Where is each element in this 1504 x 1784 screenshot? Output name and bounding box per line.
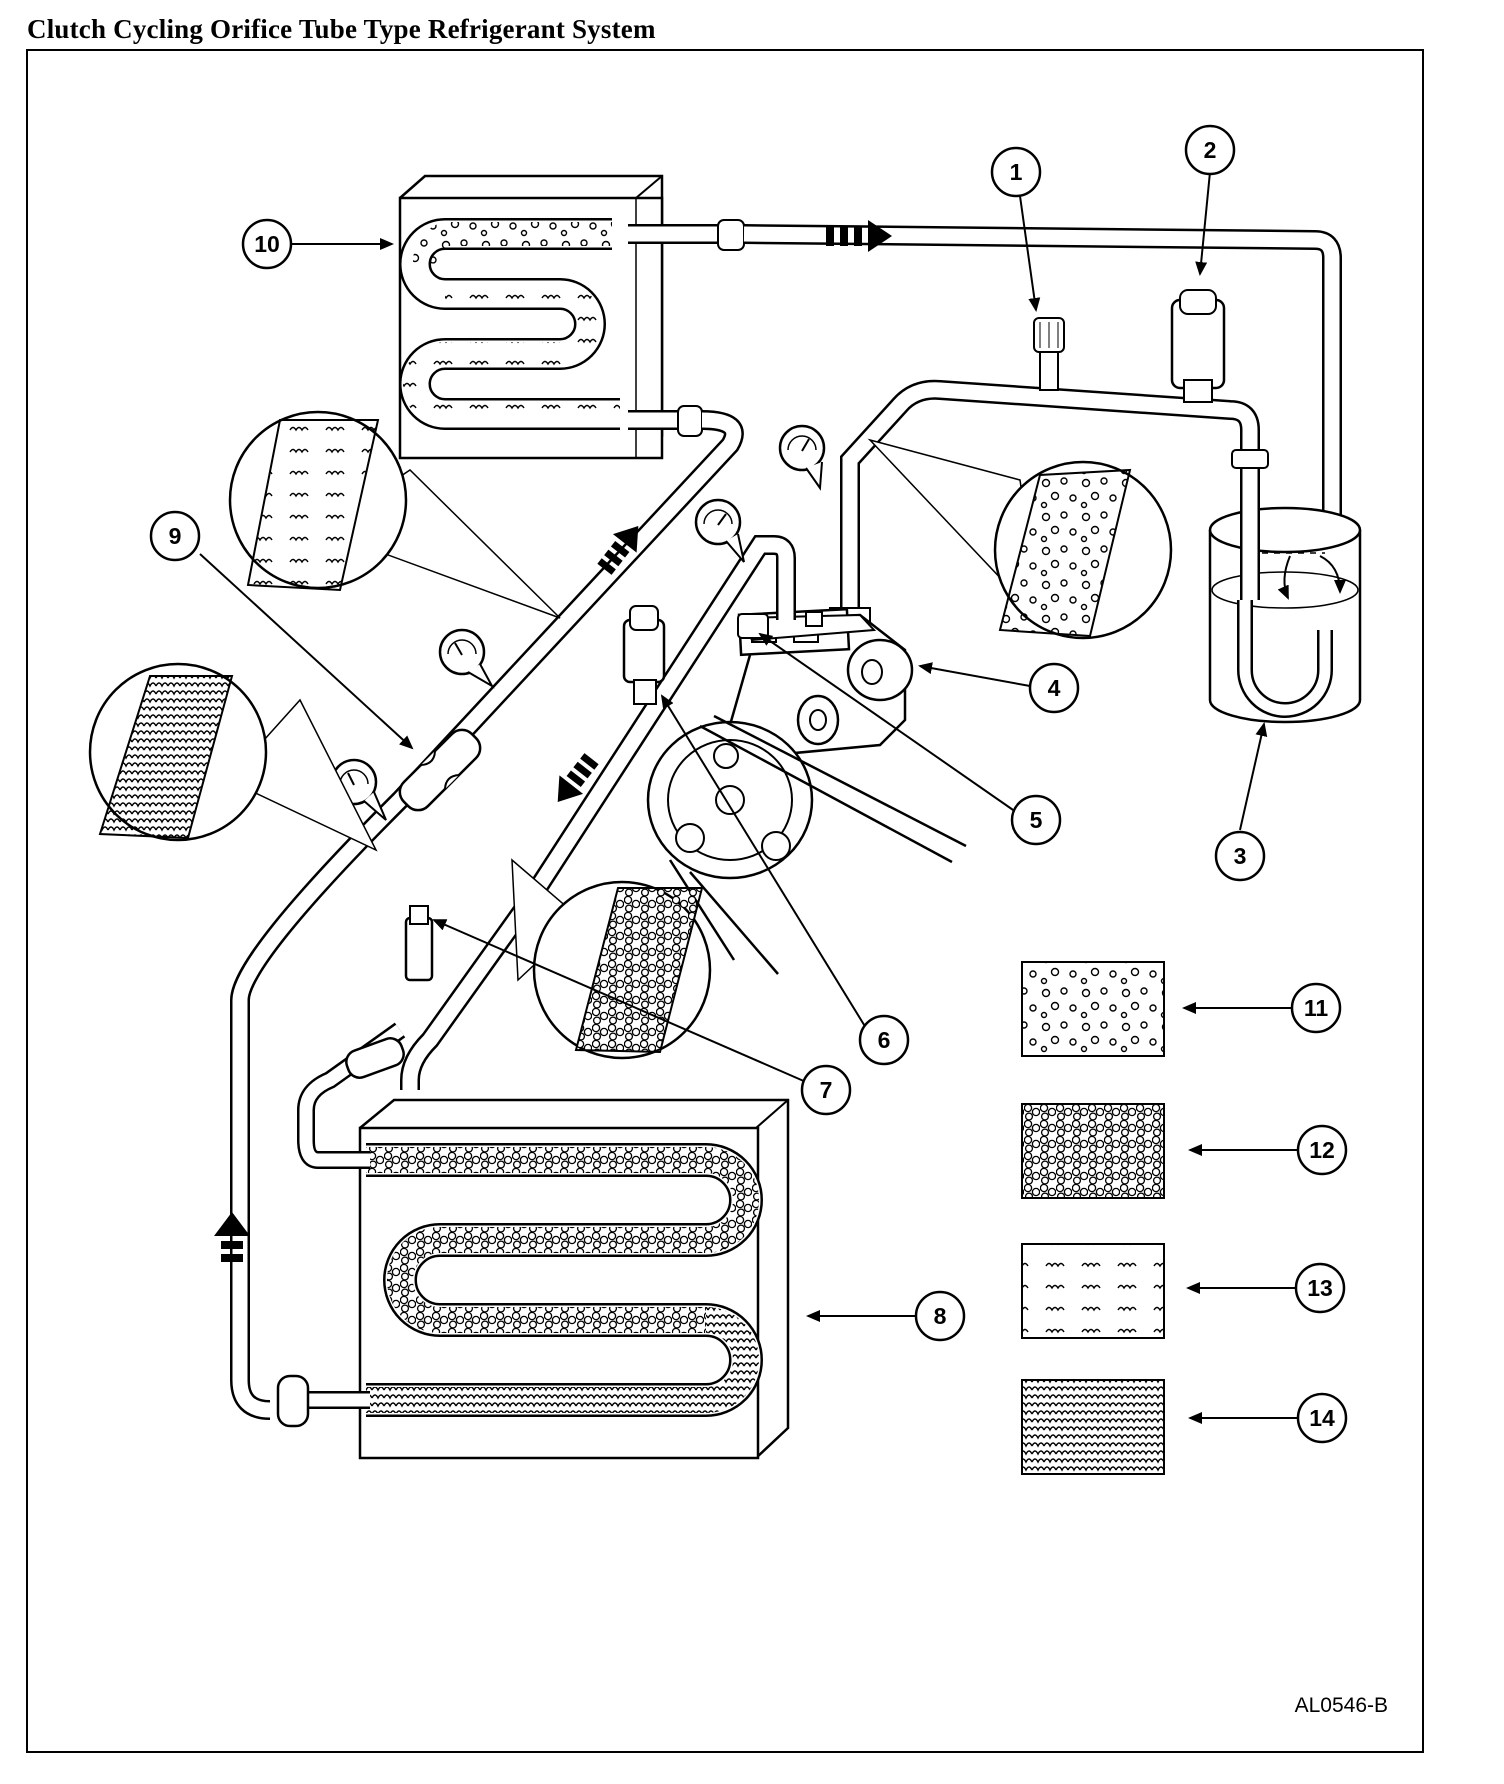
callout-10: 10 [254,231,280,257]
flow-arrow-icon [557,753,599,803]
callout-8: 8 [934,1303,947,1329]
pressure-gauge-icon [438,628,495,689]
callout-11: 11 [1304,995,1329,1021]
high-side-service-port [404,905,434,982]
callout-4: 4 [1048,675,1061,701]
callout-3: 3 [1234,843,1247,869]
callout-7: 7 [820,1077,833,1103]
pressure-gauge-icon [694,498,745,563]
callout-1: 1 [1010,159,1023,185]
legend-swatch-vapor-dense [1021,1103,1165,1199]
leader-lines [199,171,1298,1424]
callout-circles [149,124,1348,1444]
callout-6: 6 [878,1027,891,1053]
low-side-service-port [1033,317,1065,391]
callout-12: 12 [1309,1137,1335,1163]
callout-5: 5 [1030,807,1043,833]
magnifier-icon [228,410,561,619]
clutch-cycling-pressure-switch [1170,289,1226,403]
legend-swatch-liquid [1021,1243,1165,1339]
orifice-tube [398,728,482,812]
callout-13: 13 [1307,1275,1333,1301]
figure-frame [26,49,1424,1753]
callout-2: 2 [1204,137,1217,163]
high-pressure-cutout-switch [622,605,666,705]
magnifier-icon [867,438,1173,640]
figure-code: AL0546-B [1295,1694,1388,1717]
legend-swatch-vapor [1021,961,1165,1057]
compressor [646,607,967,975]
magnifier-icon [511,858,712,1060]
flow-arrow-icon [826,220,892,252]
legend-swatch-liquid-dense [1021,1379,1165,1475]
evaporator [276,1022,790,1460]
flow-arrow-icon [214,1212,250,1262]
flow-arrow-icon [597,525,639,575]
page-title: Clutch Cycling Orifice Tube Type Refrige… [27,14,656,44]
accumulator [1208,506,1362,724]
callout-14: 14 [1309,1405,1335,1431]
callout-9: 9 [169,523,182,549]
callout-labels: 1 2 3 4 5 6 7 8 9 10 11 12 13 14 [169,137,1335,1431]
pressure-gauge-icon [778,424,826,491]
magnifier-icon [88,662,378,852]
condenser [398,174,745,460]
